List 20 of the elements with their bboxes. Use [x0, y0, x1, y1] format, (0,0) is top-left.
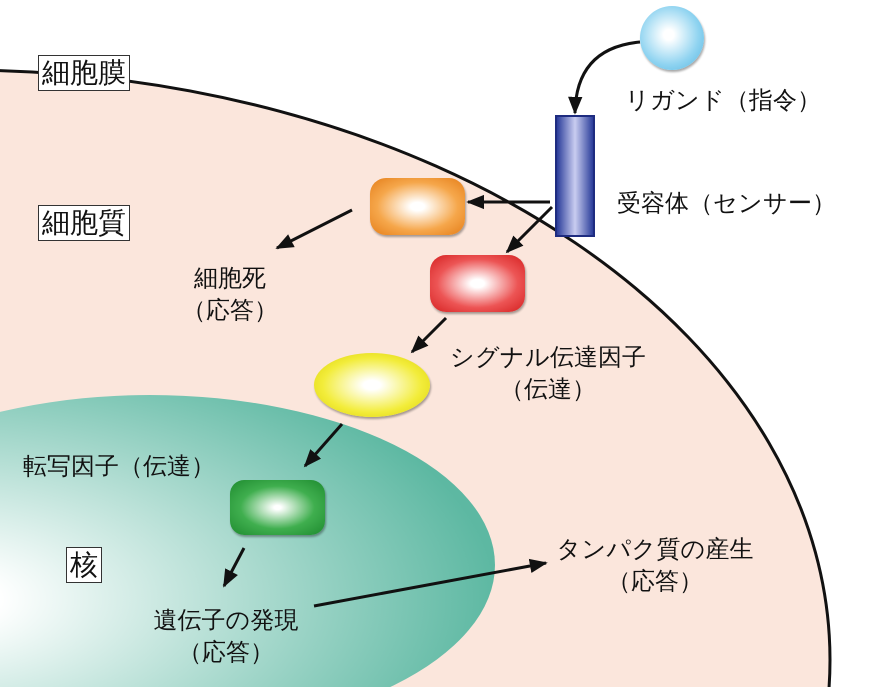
- outcome-label: 細胞死（応答）: [180, 262, 280, 328]
- signal-protein-box: [370, 178, 465, 235]
- arrow: [275, 208, 353, 250]
- arrow: [222, 547, 246, 588]
- arrow: [304, 423, 344, 468]
- cytoplasm-label: 細胞質: [38, 205, 130, 241]
- signal-protein-box: [430, 255, 525, 312]
- outcome-label: 遺伝子の発現（応答）: [140, 604, 312, 670]
- ligand-label: リガンド（指令）: [625, 85, 822, 116]
- receptor-label: 受容体（センサー）: [617, 188, 837, 219]
- nucleus-label: 核: [66, 547, 102, 583]
- arrow: [466, 194, 550, 210]
- outcome-label: タンパク質の産生（応答）: [550, 533, 760, 599]
- arrow: [506, 206, 554, 254]
- arrow: [314, 558, 548, 608]
- transcription-factor-label: 転写因子（伝達）: [23, 451, 216, 482]
- signal-factor-label: シグナル伝達因子（伝達）: [449, 342, 647, 405]
- arrow: [568, 40, 640, 115]
- arrow: [410, 316, 448, 354]
- membrane-label: 細胞膜: [38, 55, 130, 91]
